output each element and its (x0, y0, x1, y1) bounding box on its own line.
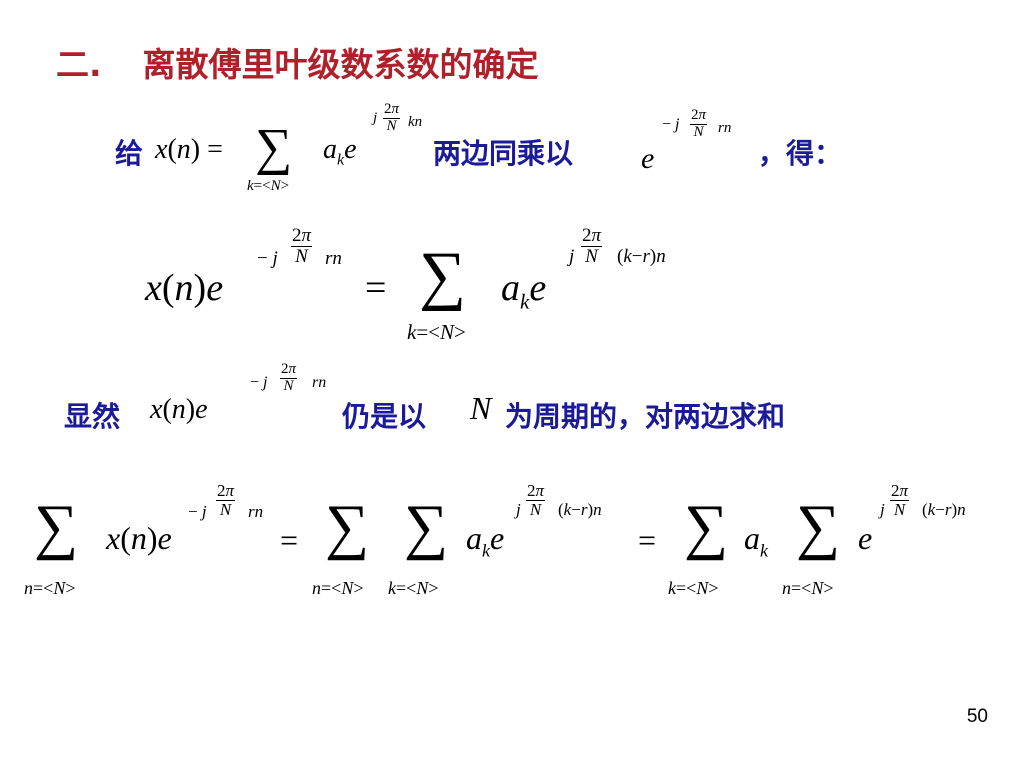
still-text: 仍是以 (342, 400, 427, 433)
title-text: 离散傅里叶级数系数的确定 (142, 45, 539, 84)
page-number: 50 (966, 706, 988, 727)
slide-title: 二. 离散傅里叶级数系数的确定 (56, 38, 539, 86)
obviously-text: 显然 (64, 400, 121, 433)
given-text: 给 (115, 137, 144, 170)
title-number: 二. (56, 45, 102, 84)
period-N: N (470, 390, 492, 426)
multiply-text: 两边同乘以 (433, 137, 574, 170)
get-text: ，得： (758, 137, 843, 170)
sum-both-sides-text: 为周期的，对两边求和 (505, 400, 786, 433)
